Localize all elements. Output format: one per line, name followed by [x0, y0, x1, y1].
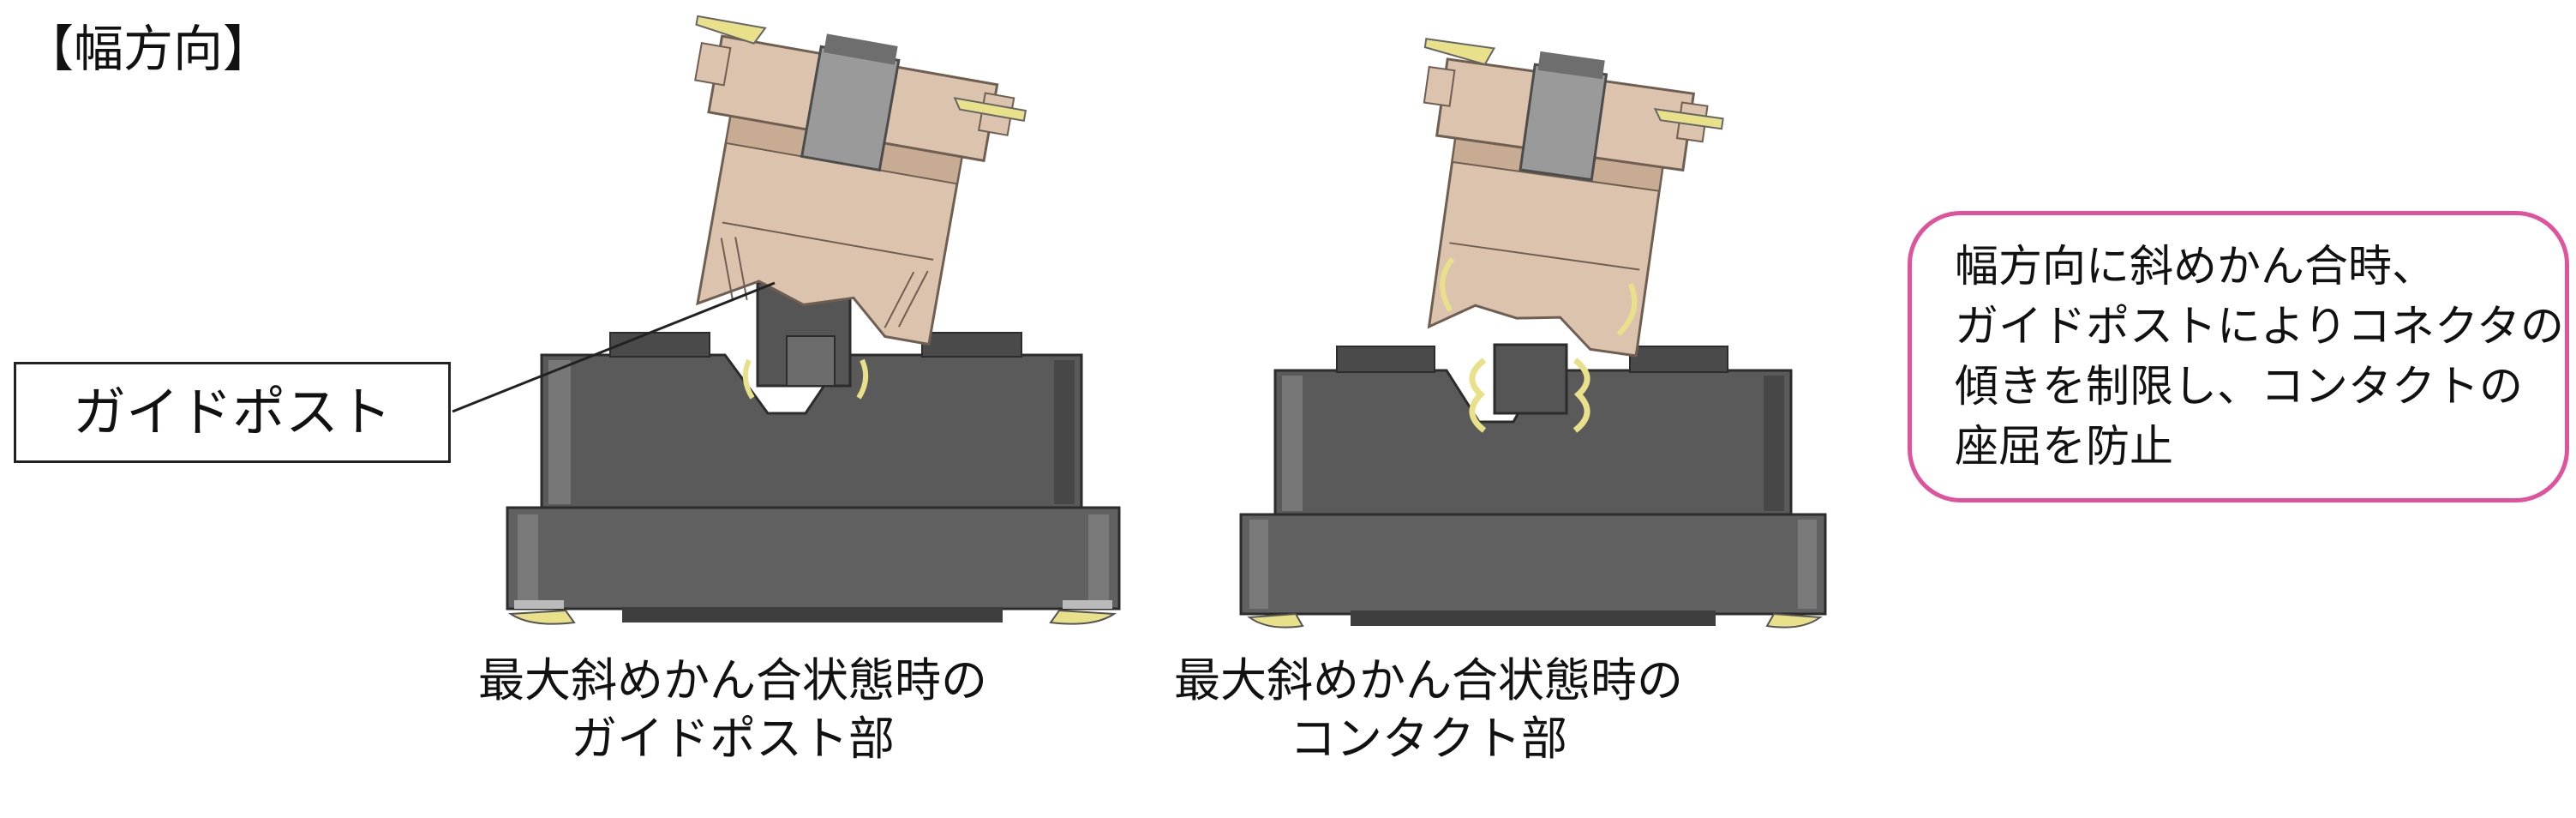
guide-post-leader-line [452, 281, 776, 413]
note-line-3: 傾きを制限し、コンタクトの [1955, 362, 2524, 412]
note-line-2: ガイドポストによりコネクタの [1955, 302, 2564, 352]
note-line-4: 座屈を防止 [1955, 422, 2174, 472]
right-caption: 最大斜めかん合状態時の コンタクト部 [1103, 652, 1754, 768]
right-caption-line2: コンタクト部 [1290, 712, 1567, 766]
guide-post-label: ガイドポスト [72, 381, 392, 443]
right-caption-line1: 最大斜めかん合状態時の [1174, 653, 1683, 707]
left-caption-line1: 最大斜めかん合状態時の [478, 653, 987, 707]
left-tilted-plug [694, 15, 1027, 346]
note-line-1: 幅方向に斜めかん合時、 [1955, 242, 2436, 292]
left-caption: 最大斜めかん合状態時の ガイドポスト部 [407, 652, 1058, 768]
note-box: 幅方向に斜めかん合時、 ガイドポストによりコネクタの 傾きを制限し、コンタクトの… [1908, 211, 2569, 502]
left-caption-line2: ガイドポスト部 [571, 712, 895, 766]
left-receptacle-housing [506, 281, 1121, 625]
page-heading: 【幅方向】 [24, 20, 273, 78]
right-assembly [1239, 38, 1827, 629]
right-tilted-plug [1423, 38, 1724, 358]
left-assembly [452, 15, 1121, 625]
right-receptacle-housing [1239, 343, 1827, 629]
guide-post-callout: ガイドポスト [14, 362, 451, 463]
